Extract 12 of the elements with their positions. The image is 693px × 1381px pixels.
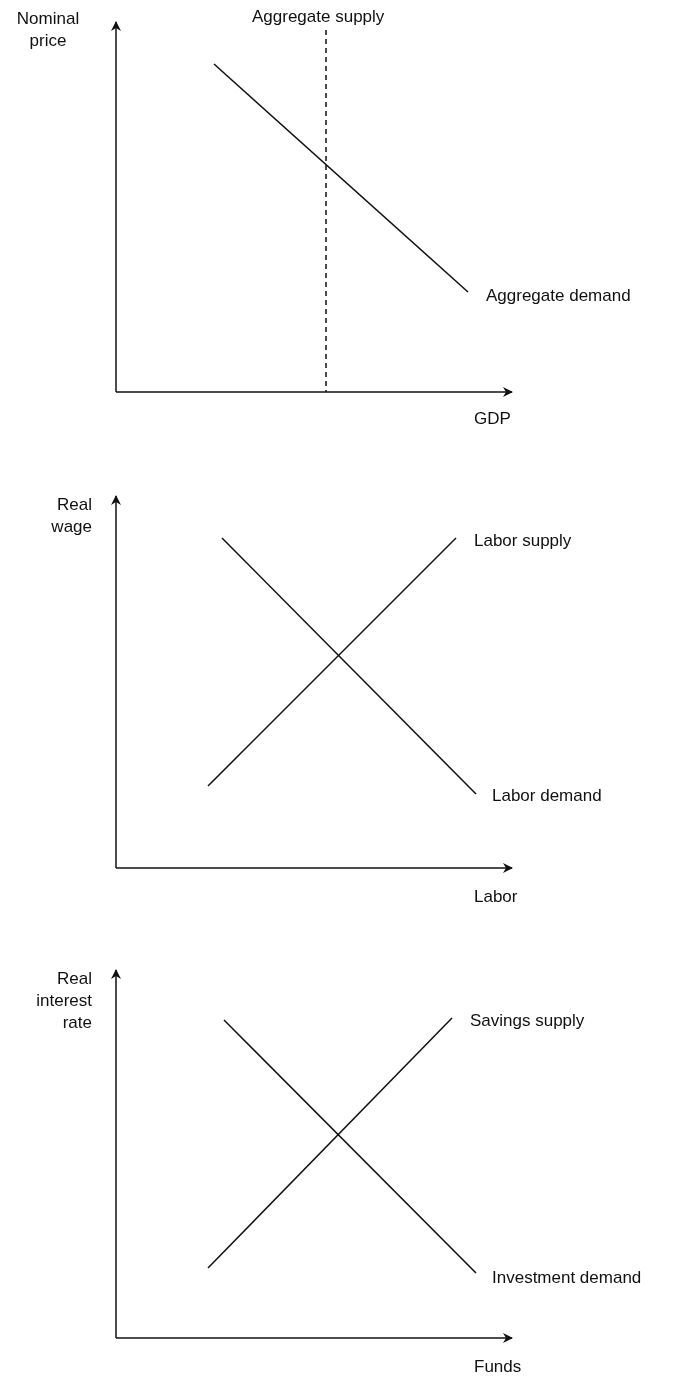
curve-label: Labor demand xyxy=(492,785,602,807)
axis-title: GDP xyxy=(474,408,511,430)
axis-title: Real wage xyxy=(50,494,92,538)
axis-title: Labor xyxy=(474,886,518,908)
axis-title: Nominal price xyxy=(15,8,81,52)
curve-label: Labor supply xyxy=(474,530,572,552)
curve-label: Investment demand xyxy=(492,1267,642,1289)
curve-label: Savings supply xyxy=(470,1010,585,1032)
axis-title: Funds xyxy=(474,1356,522,1378)
axis-title: Real interest rate xyxy=(35,968,92,1034)
curve-label: Aggregate demand xyxy=(486,285,631,307)
curve-label: Aggregate supply xyxy=(252,6,385,28)
